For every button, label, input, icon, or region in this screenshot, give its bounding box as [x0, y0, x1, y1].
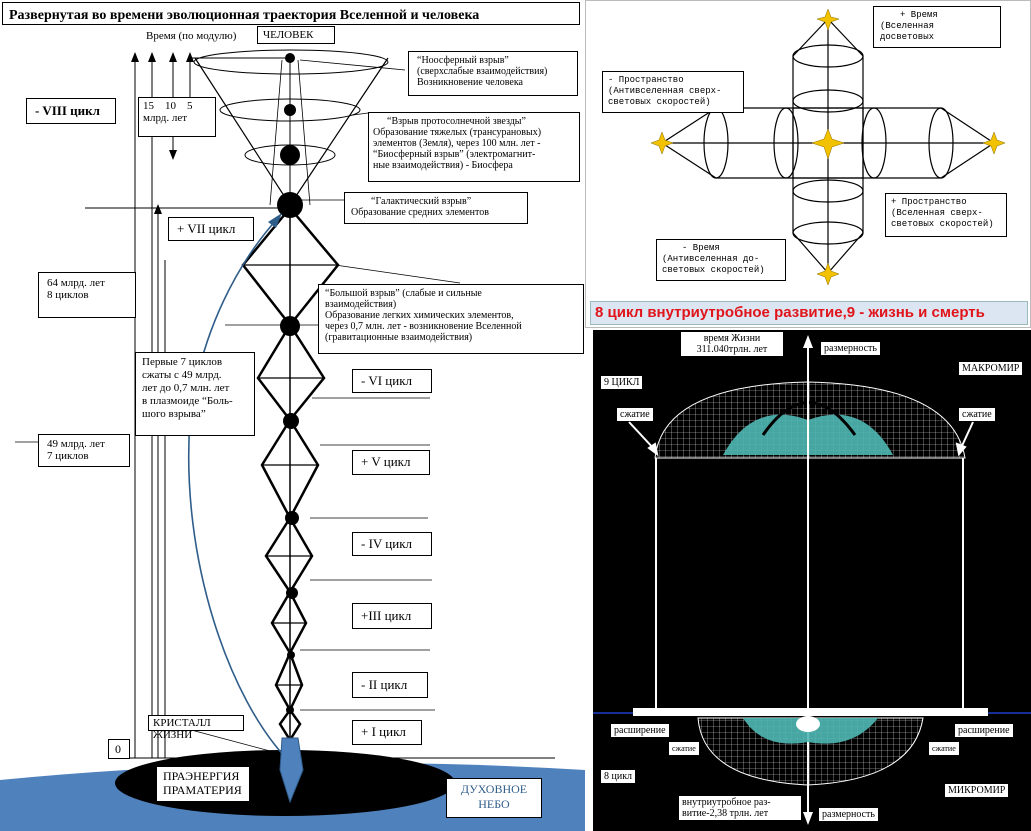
cycle-3-label: +III цикл: [361, 608, 412, 623]
crystal-label: КРИСТАЛЛ ЖИЗНИ: [148, 715, 244, 741]
noosphere-note: “Ноосферный взрыв”(сверхслабые взаимодей…: [408, 51, 578, 96]
squeeze-right-label: сжатие: [959, 408, 995, 421]
cycle-8-label: 8 цикл: [601, 770, 636, 783]
cycle-6-label: - VI цикл: [361, 373, 413, 388]
years-49-note: 49 млрд. лет 7 циклов: [38, 434, 130, 467]
years-unit: млрд. лет: [143, 112, 188, 124]
cycle-3-box: +III цикл: [352, 603, 432, 629]
squeeze-small-right-label: сжатие: [929, 742, 959, 755]
cycle-6-box: - VI цикл: [352, 369, 432, 393]
cycle-4-box: - IV цикл: [352, 532, 432, 556]
time-axis-label: Время (по модулю): [146, 30, 237, 42]
protosolar-note: “Взрыв протосолнечной звезды”Образование…: [368, 112, 580, 182]
main-title: Развернутая во времени эволюционная трае…: [9, 8, 480, 23]
cycle-1-label: + I цикл: [361, 724, 406, 739]
galactic-note: “Галактический взрыв”Образование средних…: [344, 192, 528, 224]
cycle-7-box: + VII цикл: [168, 217, 254, 241]
crystal-of-life: [279, 737, 304, 804]
cycle-5-box: + V цикл: [352, 450, 430, 475]
years-box: 15 10 5 млрд. лет: [138, 97, 216, 137]
squeeze-left-label: сжатие: [617, 408, 653, 421]
squeeze-small-left-label: сжатие: [669, 742, 699, 755]
space-plus-label: + Пространство(Вселенная сверх-световых …: [885, 193, 1007, 237]
dimension-bottom-label: размерность: [819, 808, 878, 821]
main-title-box: Развернутая во времени эволюционная трае…: [2, 2, 580, 25]
cycle-2-box: - II цикл: [352, 672, 428, 698]
human-label: ЧЕЛОВЕК: [257, 26, 335, 44]
caption-bar: 8 цикл внутриутробное развитие,9 - жизнь…: [590, 301, 1028, 325]
cycle-8-box: - VIII цикл: [26, 98, 116, 124]
time-minus-label: - Время(Антивселенная до-световых скорос…: [656, 239, 786, 281]
cycle-4-label: - IV цикл: [361, 536, 413, 551]
micro-label: МИКРОМИР: [945, 784, 1009, 797]
macro-label: МАКРОМИР: [959, 362, 1023, 375]
mark-10: 10: [165, 100, 176, 112]
cycle-5-label: + V цикл: [361, 454, 411, 469]
spacetime-cross-svg: [650, 8, 1006, 286]
left-diagram-svg: [0, 49, 585, 831]
space-minus-label: - Пространство(Антивселенная сверх-свето…: [602, 71, 744, 113]
cycle-8-label: - VIII цикл: [35, 103, 100, 118]
torus-svg: [593, 335, 1031, 825]
dimension-top-label: размерность: [821, 342, 880, 355]
expand-right-label: расширение: [955, 724, 1013, 737]
cycle-7-label: + VII цикл: [177, 221, 236, 236]
years-64-note: 64 млрд. лет 8 циклов: [38, 272, 136, 318]
zero-label: 0: [108, 739, 130, 759]
expand-left-label: расширение: [611, 724, 669, 737]
cycle-caption: 8 цикл внутриутробное развитие,9 - жизнь…: [595, 304, 985, 321]
mark-5: 5: [187, 100, 193, 112]
cycle-9-label: 9 ЦИКЛ: [601, 376, 643, 389]
cycle-2-label: - II цикл: [361, 677, 408, 692]
cycle-1-box: + I цикл: [352, 720, 422, 745]
prenatal-label: внутриутробное раз-витие-2,38 трлн. лет: [679, 796, 801, 820]
mark-15: 15: [143, 100, 154, 112]
